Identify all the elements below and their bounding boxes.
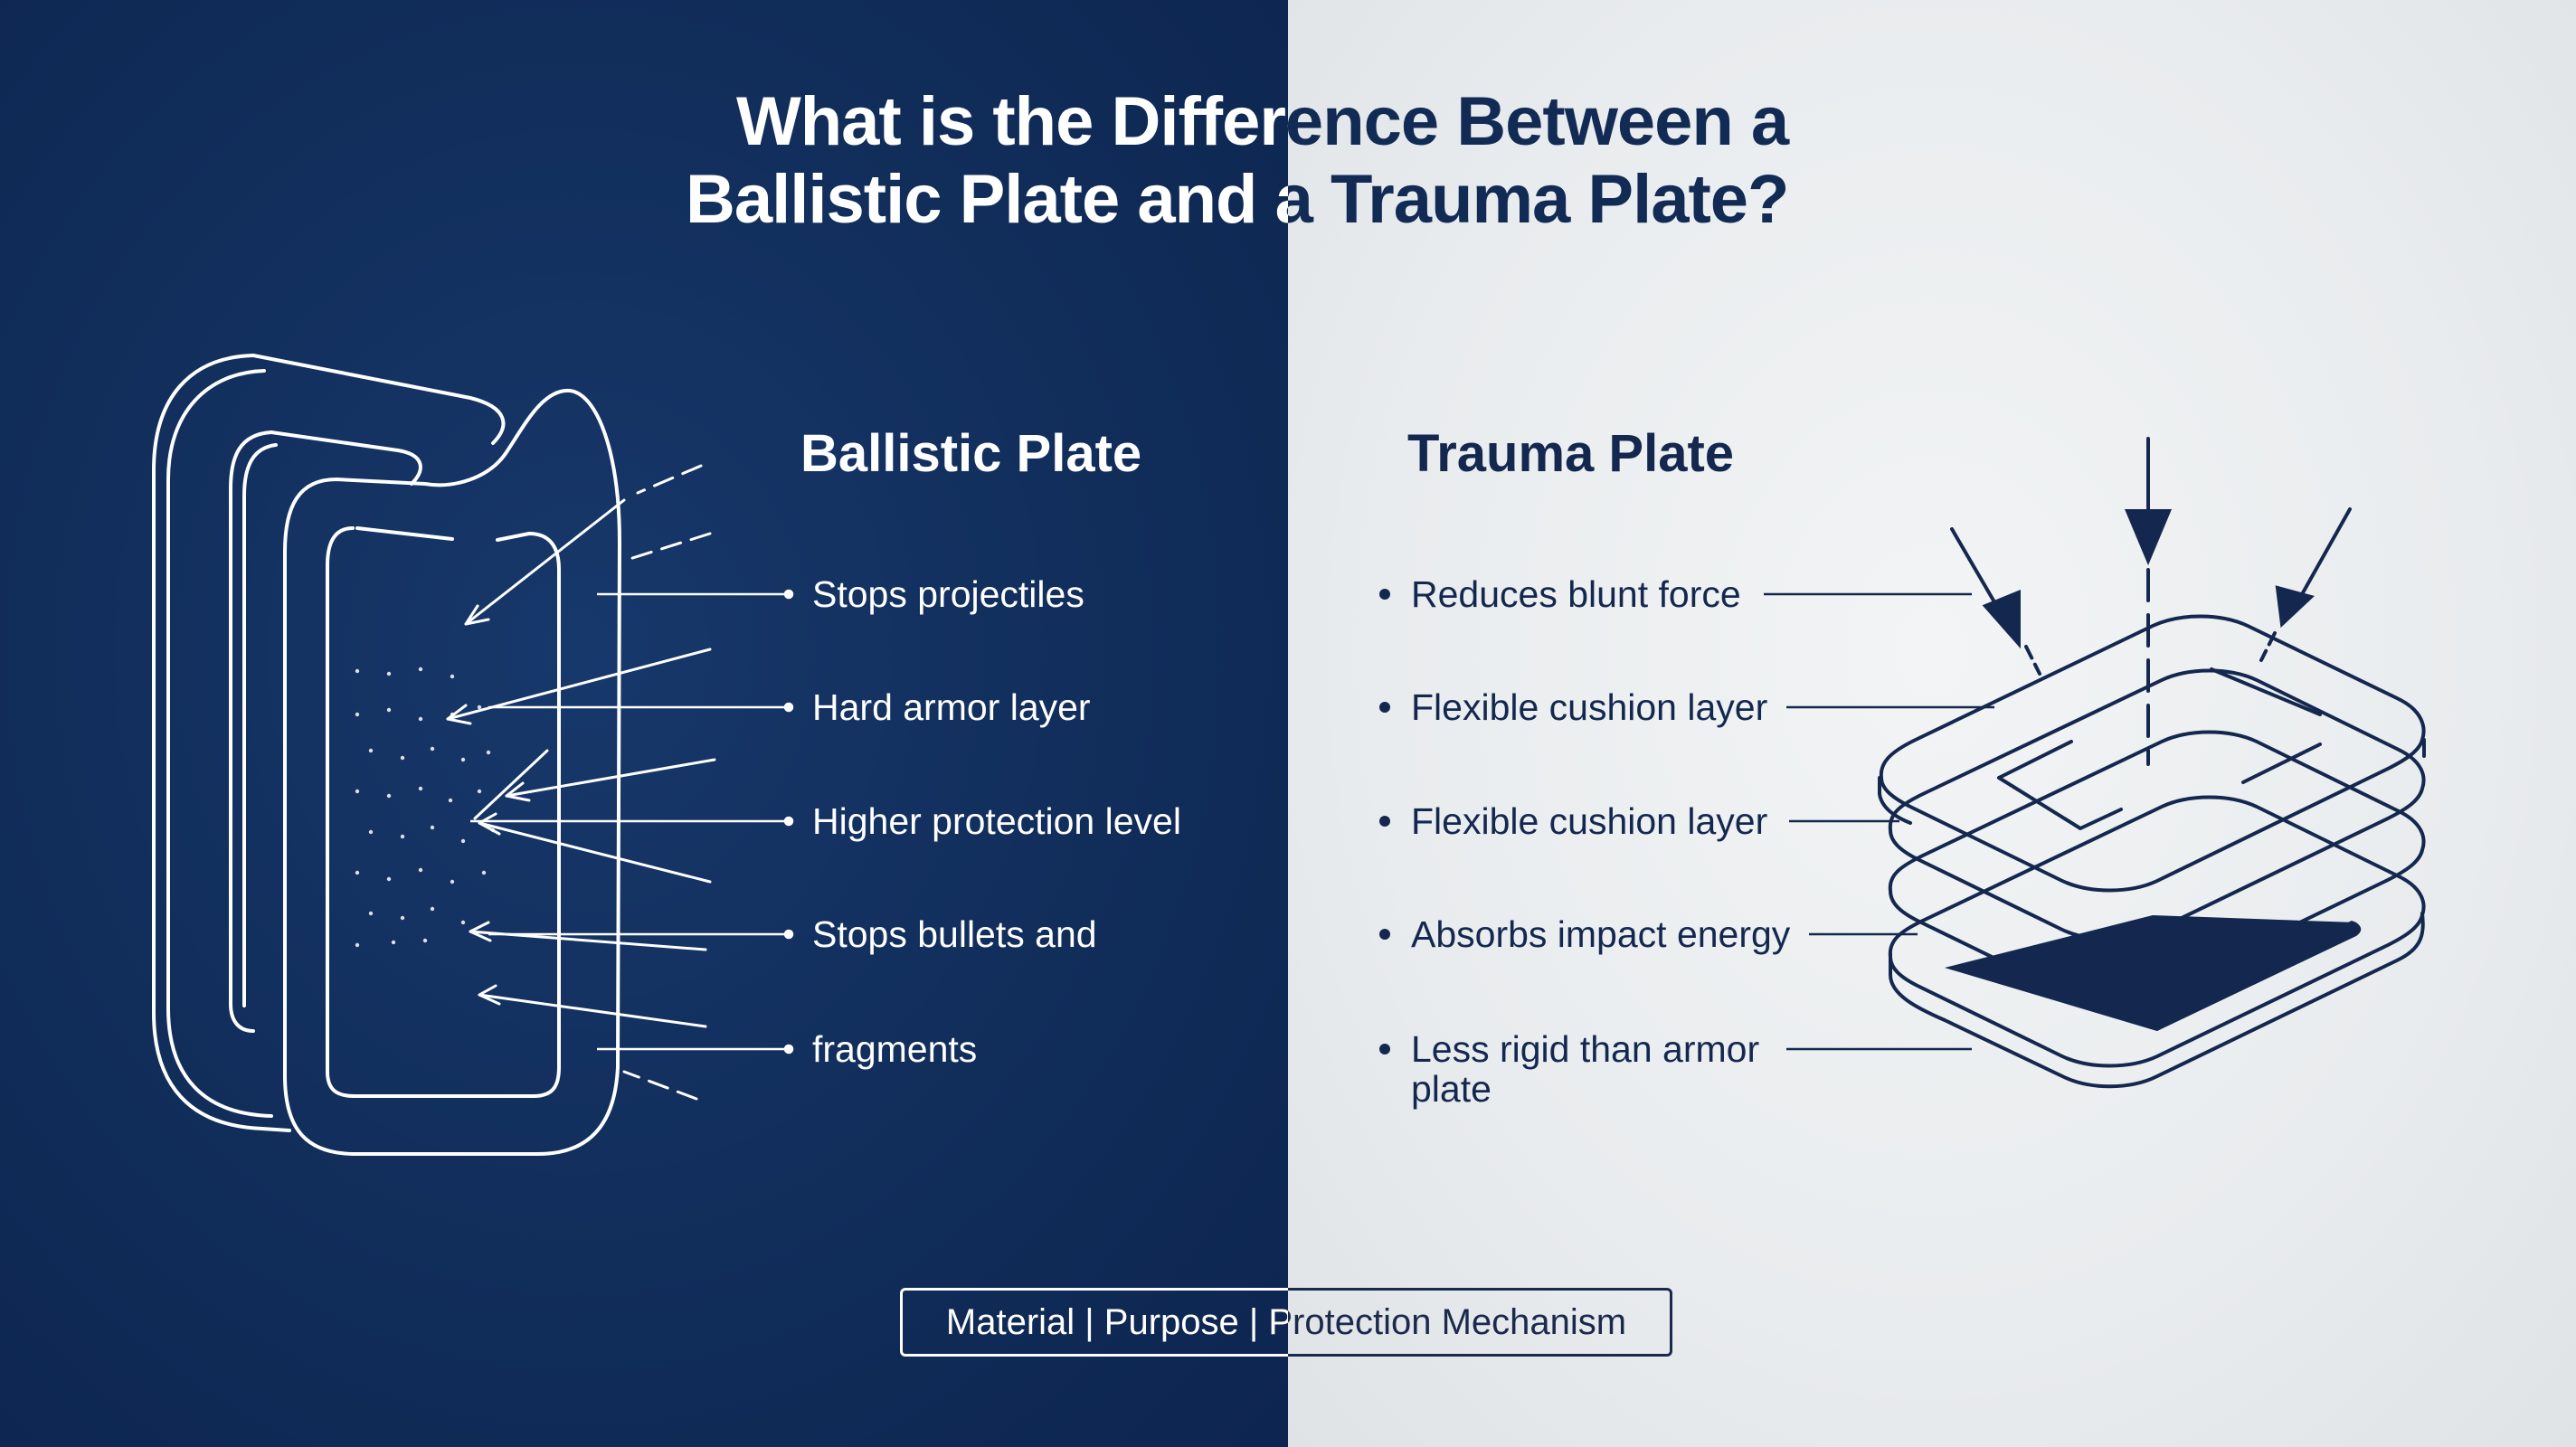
trauma-item-3: Flexible cushion layer — [1411, 800, 1768, 842]
ballistic-connectors — [470, 589, 794, 1055]
title-line-1-dark: What is the Difference Between a — [1288, 83, 1789, 160]
trauma-bullet — [1379, 929, 1390, 940]
ballistic-arrows — [446, 464, 716, 1101]
title-left-half: What is the Difference Between a Ballist… — [0, 83, 1789, 318]
title-line-2-dark: Ballistic Plate and a Trauma Plate? — [1274, 161, 1789, 238]
trauma-item-5-cont: plate — [1411, 1068, 1492, 1110]
trauma-impact-arrows — [1950, 437, 2352, 766]
trauma-connectors — [1764, 592, 1994, 1051]
title-line-1: What is the Difference Between a — [736, 83, 1789, 160]
category-label-light: Material | Purpose | Protection Mechanis… — [945, 1302, 1627, 1342]
trauma-bullet — [1379, 702, 1390, 713]
trauma-item-4: Absorbs impact energy — [1411, 913, 1791, 955]
left-panel-background — [0, 0, 1288, 1447]
ballistic-heading: Ballistic Plate — [800, 424, 1142, 483]
right-panel-background — [1288, 0, 2576, 1447]
ballistic-item-1: Stops projectiles — [812, 573, 1084, 615]
category-box-right-border — [1288, 1288, 1672, 1357]
trauma-item-1: Reduces blunt force — [1411, 573, 1741, 615]
trauma-bullet — [1379, 816, 1390, 827]
title-right-half: What is the Difference Between a Ballist… — [1274, 83, 2576, 318]
trauma-bullet — [1379, 1044, 1390, 1055]
category-label-dark: Material | Purpose | Protection Mechanis… — [945, 1302, 1627, 1342]
stacked-trauma-layers-icon — [1878, 614, 2426, 1089]
category-label: Material | Purpose | Protection Mechanis… — [900, 1288, 1672, 1357]
trauma-heading: Trauma Plate — [1407, 424, 1735, 483]
ballistic-item-2: Hard armor layer — [812, 686, 1091, 728]
ballistic-item-3: Higher protection level — [812, 800, 1181, 842]
ballistic-plate-outline-icon — [152, 354, 621, 1156]
ballistic-item-4: Stops bullets and — [812, 913, 1097, 955]
trauma-item-2: Flexible cushion layer — [1411, 686, 1768, 728]
title-line-2: Ballistic Plate and a Trauma Plate? — [686, 161, 1789, 238]
ballistic-item-5: fragments — [812, 1028, 978, 1070]
impact-dots — [355, 667, 496, 948]
trauma-item-5: Less rigid than armor — [1411, 1028, 1760, 1070]
trauma-bullet — [1379, 589, 1390, 600]
